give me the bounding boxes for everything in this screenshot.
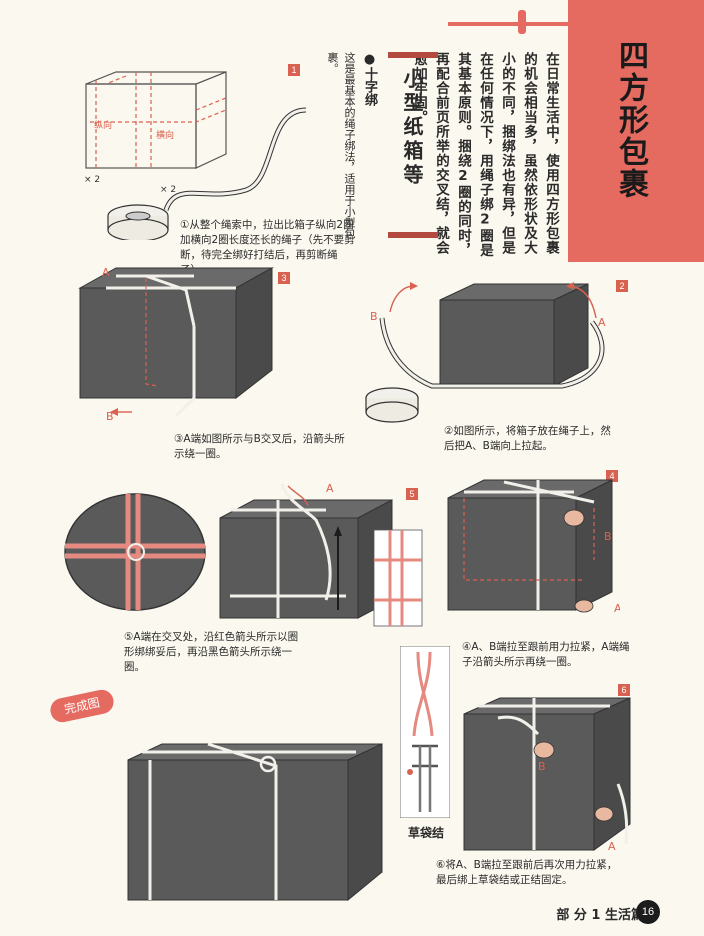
completed-badge: 完成图 — [48, 687, 116, 725]
step-6-figure: B A — [463, 697, 631, 853]
title-band: 四方形包裹 — [568, 0, 704, 262]
knot-label: 草袋结 — [408, 826, 445, 840]
times-label-a: × 2 — [84, 175, 100, 185]
step-4-caption: ④A、B端拉至跟前用力拉紧，A端绳子沿箭头所示再绕一圈。 — [462, 641, 630, 668]
decorative-knot — [518, 10, 526, 34]
step-5-figure: A — [219, 482, 423, 627]
step-3-number: 3 — [278, 272, 290, 284]
method-description: 这是最基本的绳子绑法，适用于小型包裹。 — [326, 52, 356, 239]
label-vertical: 纵向 — [94, 119, 112, 131]
label-horizontal: 横向 — [156, 129, 174, 141]
step-3-figure: A B — [78, 266, 274, 423]
subtitle-bar-top — [388, 52, 438, 58]
step-3-label-a: A — [102, 266, 110, 279]
step-6-knot-figure — [400, 646, 450, 818]
times-label-b: × 2 — [160, 185, 176, 195]
completed-figure — [127, 742, 383, 902]
step-4-number: 4 — [606, 470, 618, 482]
step-2-figure: B A — [365, 282, 606, 423]
footer-section: 部 分 1 生活篇 — [556, 908, 644, 923]
step-6-number: 6 — [618, 684, 630, 696]
step-6-label-a: A — [608, 840, 616, 853]
step-3-caption: ③A端如图所示与B交叉后，沿箭头所示绕一圈。 — [174, 433, 345, 460]
step-5-number: 5 — [406, 488, 418, 500]
step-5-caption: ⑤A端在交叉处，沿红色箭头所示以圈形绑绑妥后，再沿黑色箭头所示绕一圈。 — [124, 631, 299, 673]
step-2-caption: ②如图所示，将箱子放在绳子上，然后把A、B端向上拉起。 — [444, 425, 611, 452]
section-subtitle: 小型纸箱等 — [400, 68, 424, 188]
step-1-figure: 纵向 横向 × 2 × 2 — [84, 71, 307, 240]
step-1-number: 1 — [288, 64, 300, 76]
step-5-label-a: A — [326, 482, 334, 495]
step-6-caption: ⑥将A、B端拉至跟前后再次用力拉紧，最后绑上草袋结或正结固定。 — [436, 859, 618, 886]
step-4-figure: B A — [447, 479, 620, 615]
page-title: 四方形包裹 — [613, 40, 648, 200]
step-3-label-b: B — [106, 410, 114, 423]
step-6-label-b: B — [538, 760, 546, 773]
method-name: ●十字绑 — [362, 52, 377, 106]
intro-paragraph: 在日常生活中，使用四方形包裹的机会相当多，虽然依形状及大小的不同，捆绑法也有异，… — [411, 52, 559, 258]
subtitle-bar-bottom — [388, 232, 438, 238]
step-2-label-a: A — [598, 316, 606, 329]
decorative-rope-line — [448, 22, 568, 26]
step-5-detail-figure — [64, 493, 206, 611]
page-number: 16 — [636, 900, 660, 924]
step-4-label-b: B — [604, 530, 612, 543]
step-4-label-a: A — [614, 602, 620, 615]
step-2-label-b: B — [370, 310, 378, 323]
step-2-number: 2 — [616, 280, 628, 292]
